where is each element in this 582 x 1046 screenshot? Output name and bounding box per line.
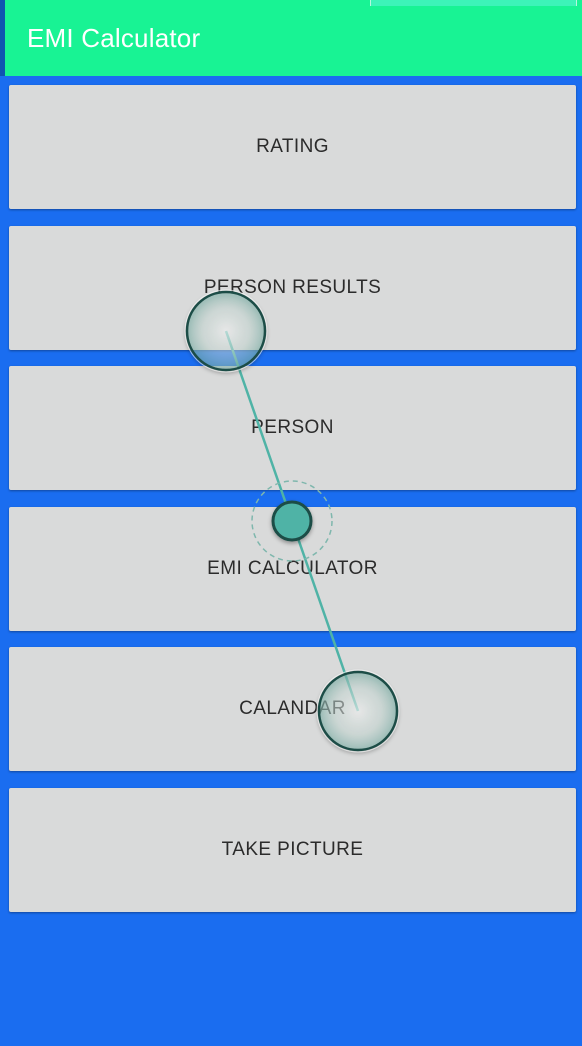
rating-button-label: RATING [256,136,329,157]
calandar-button-label: CALANDAR [239,698,346,719]
take-picture-button[interactable]: TAKE PICTURE [9,788,576,912]
take-picture-button-label: TAKE PICTURE [221,839,364,860]
calandar-button[interactable]: CALANDAR [9,647,576,771]
app-title: EMI Calculator [27,23,201,53]
person-results-button[interactable]: PERSON RESULTS [9,226,576,350]
person-results-button-label: PERSON RESULTS [203,277,382,298]
app-bar: EMI Calculator [0,0,582,76]
status-indicator [370,0,577,6]
rating-button[interactable]: RATING [9,85,576,209]
emi-calculator-button[interactable]: EMI CALCULATOR [9,507,576,631]
person-button[interactable]: PERSON [9,366,576,490]
emi-calculator-button-label: EMI CALCULATOR [207,558,378,579]
person-button-label: PERSON [251,417,334,438]
